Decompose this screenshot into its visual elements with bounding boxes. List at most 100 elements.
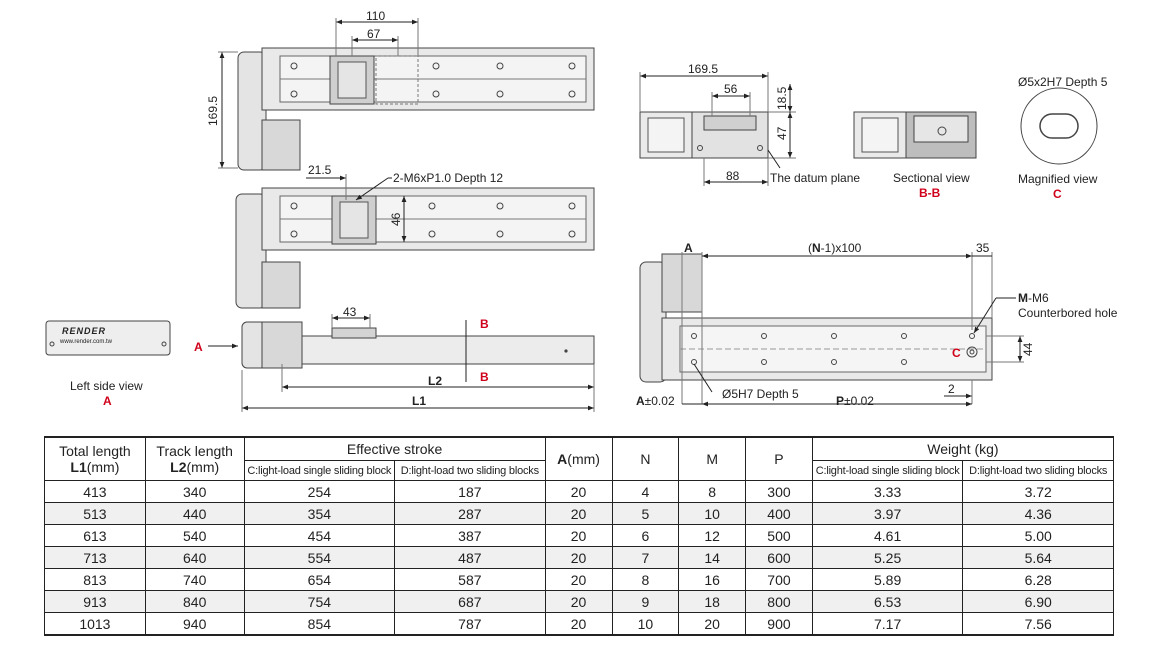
dim-43: 43 [343, 305, 357, 319]
cell-a: 20 [544, 546, 613, 569]
magnified-caption: Magnified view [1018, 172, 1098, 186]
dim-56: 56 [724, 82, 738, 96]
pitch-label: (N-1)x100 [808, 241, 862, 255]
cell-weight-d: 6.90 [962, 590, 1114, 613]
dim-47: 47 [775, 126, 789, 140]
dim-18-5: 18.5 [775, 86, 789, 110]
header-track-length-line1: Track length [156, 443, 233, 459]
tol-a-suffix: ±0.02 [645, 394, 675, 408]
cell-total-length: 913 [44, 590, 146, 613]
cell-track-length: 840 [144, 590, 245, 613]
dim-44: 44 [1021, 342, 1035, 356]
cell-stroke-c: 854 [243, 612, 396, 636]
cell-total-length: 713 [44, 546, 146, 569]
dim-35: 35 [976, 241, 990, 255]
sectional-letter: B-B [919, 186, 941, 200]
cell-total-length: 513 [44, 502, 146, 525]
header-a-unit: (mm) [567, 451, 600, 467]
cell-weight-c: 7.17 [811, 612, 964, 636]
header-n: N [611, 436, 680, 481]
cell-stroke-c: 454 [243, 524, 396, 547]
cell-weight-c: 5.25 [811, 546, 964, 569]
cell-total-length: 1013 [44, 612, 146, 636]
header-weight-d: D:light-load two sliding blocks [962, 460, 1114, 481]
header-l1-unit: (mm) [86, 459, 120, 475]
cell-stroke-c: 354 [243, 502, 396, 525]
cell-total-length: 413 [44, 480, 146, 503]
sectional-caption: Sectional view [893, 171, 970, 185]
cell-weight-c: 3.33 [811, 480, 964, 503]
cell-stroke-d: 187 [394, 480, 546, 503]
cell-a: 20 [544, 590, 613, 613]
cell-m: 16 [678, 568, 747, 591]
header-l2: L2 [170, 459, 187, 475]
specification-table: Total length L1(mm) Track length L2(mm) … [44, 436, 1115, 636]
label-l1: L1 [412, 394, 426, 408]
cell-n: 4 [611, 480, 680, 503]
cell-weight-d: 7.56 [962, 612, 1114, 636]
dim-67: 67 [367, 27, 381, 41]
dim-2: 2 [948, 382, 955, 396]
cell-track-length: 540 [144, 524, 245, 547]
cell-m: 20 [678, 612, 747, 636]
header-weight: Weight (kg) [811, 436, 1115, 461]
header-p: P [745, 436, 813, 481]
cell-n: 5 [611, 502, 680, 525]
header-l2-unit: (mm) [186, 459, 220, 475]
cell-m: 18 [678, 590, 747, 613]
cell-weight-c: 3.97 [811, 502, 964, 525]
cell-stroke-d: 787 [394, 612, 546, 636]
bore-callout: Ø5H7 Depth 5 [722, 387, 799, 401]
header-stroke-d: D:light-load two sliding blocks [394, 460, 546, 481]
cell-stroke-c: 754 [243, 590, 396, 613]
cell-track-length: 440 [144, 502, 245, 525]
brand-logo: RENDER [62, 326, 106, 336]
left-view-letter: A [103, 394, 112, 408]
magnified-view: Ø5x2H7 Depth 5 Magnified view C [1018, 75, 1108, 201]
cell-p: 800 [745, 590, 813, 613]
cell-p: 700 [745, 568, 813, 591]
header-stroke-c: C:light-load single sliding block [243, 460, 396, 481]
cell-weight-d: 5.00 [962, 524, 1114, 547]
cell-p: 400 [745, 502, 813, 525]
brand-url: www.render.com.tw [59, 339, 113, 345]
cell-n: 10 [611, 612, 680, 636]
dim-21-5: 21.5 [308, 163, 332, 177]
cell-n: 7 [611, 546, 680, 569]
cell-m: 10 [678, 502, 747, 525]
cell-m: 8 [678, 480, 747, 503]
cell-weight-c: 4.61 [811, 524, 964, 547]
detail-marker-c: C [952, 346, 961, 360]
label-l2: L2 [428, 374, 442, 388]
cell-m: 12 [678, 524, 747, 547]
side-view-actuator: 43 B B L2 L1 A [194, 305, 595, 412]
cell-stroke-c: 254 [243, 480, 396, 503]
cell-total-length: 613 [44, 524, 146, 547]
cell-n: 9 [611, 590, 680, 613]
cell-n: 8 [611, 568, 680, 591]
tol-a-letter: A [636, 394, 645, 408]
cell-p: 900 [745, 612, 813, 636]
top-view-actuator: 110 67 169.5 [206, 9, 595, 171]
cell-weight-d: 3.72 [962, 480, 1114, 503]
dim-169-5-horizontal: 169.5 [688, 62, 718, 76]
pitch-n: N [812, 241, 821, 255]
dim-marker-a: A [684, 241, 693, 255]
view-marker-a: A [194, 340, 203, 354]
sectional-view: Sectional view B-B [853, 111, 977, 200]
section-marker-b-bottom: B [480, 370, 489, 384]
cell-a: 20 [544, 502, 613, 525]
left-side-view: RENDER www.render.com.tw Left side view … [45, 320, 171, 408]
technical-drawing: 110 67 169.5 21.5 2-M6xP1.0 D [45, 9, 1118, 412]
magnified-letter: C [1053, 187, 1062, 201]
hole-m-suffix: -M6 [1028, 291, 1049, 305]
cell-p: 600 [745, 546, 813, 569]
tol-p-letter: P [836, 394, 844, 408]
cell-stroke-d: 387 [394, 524, 546, 547]
